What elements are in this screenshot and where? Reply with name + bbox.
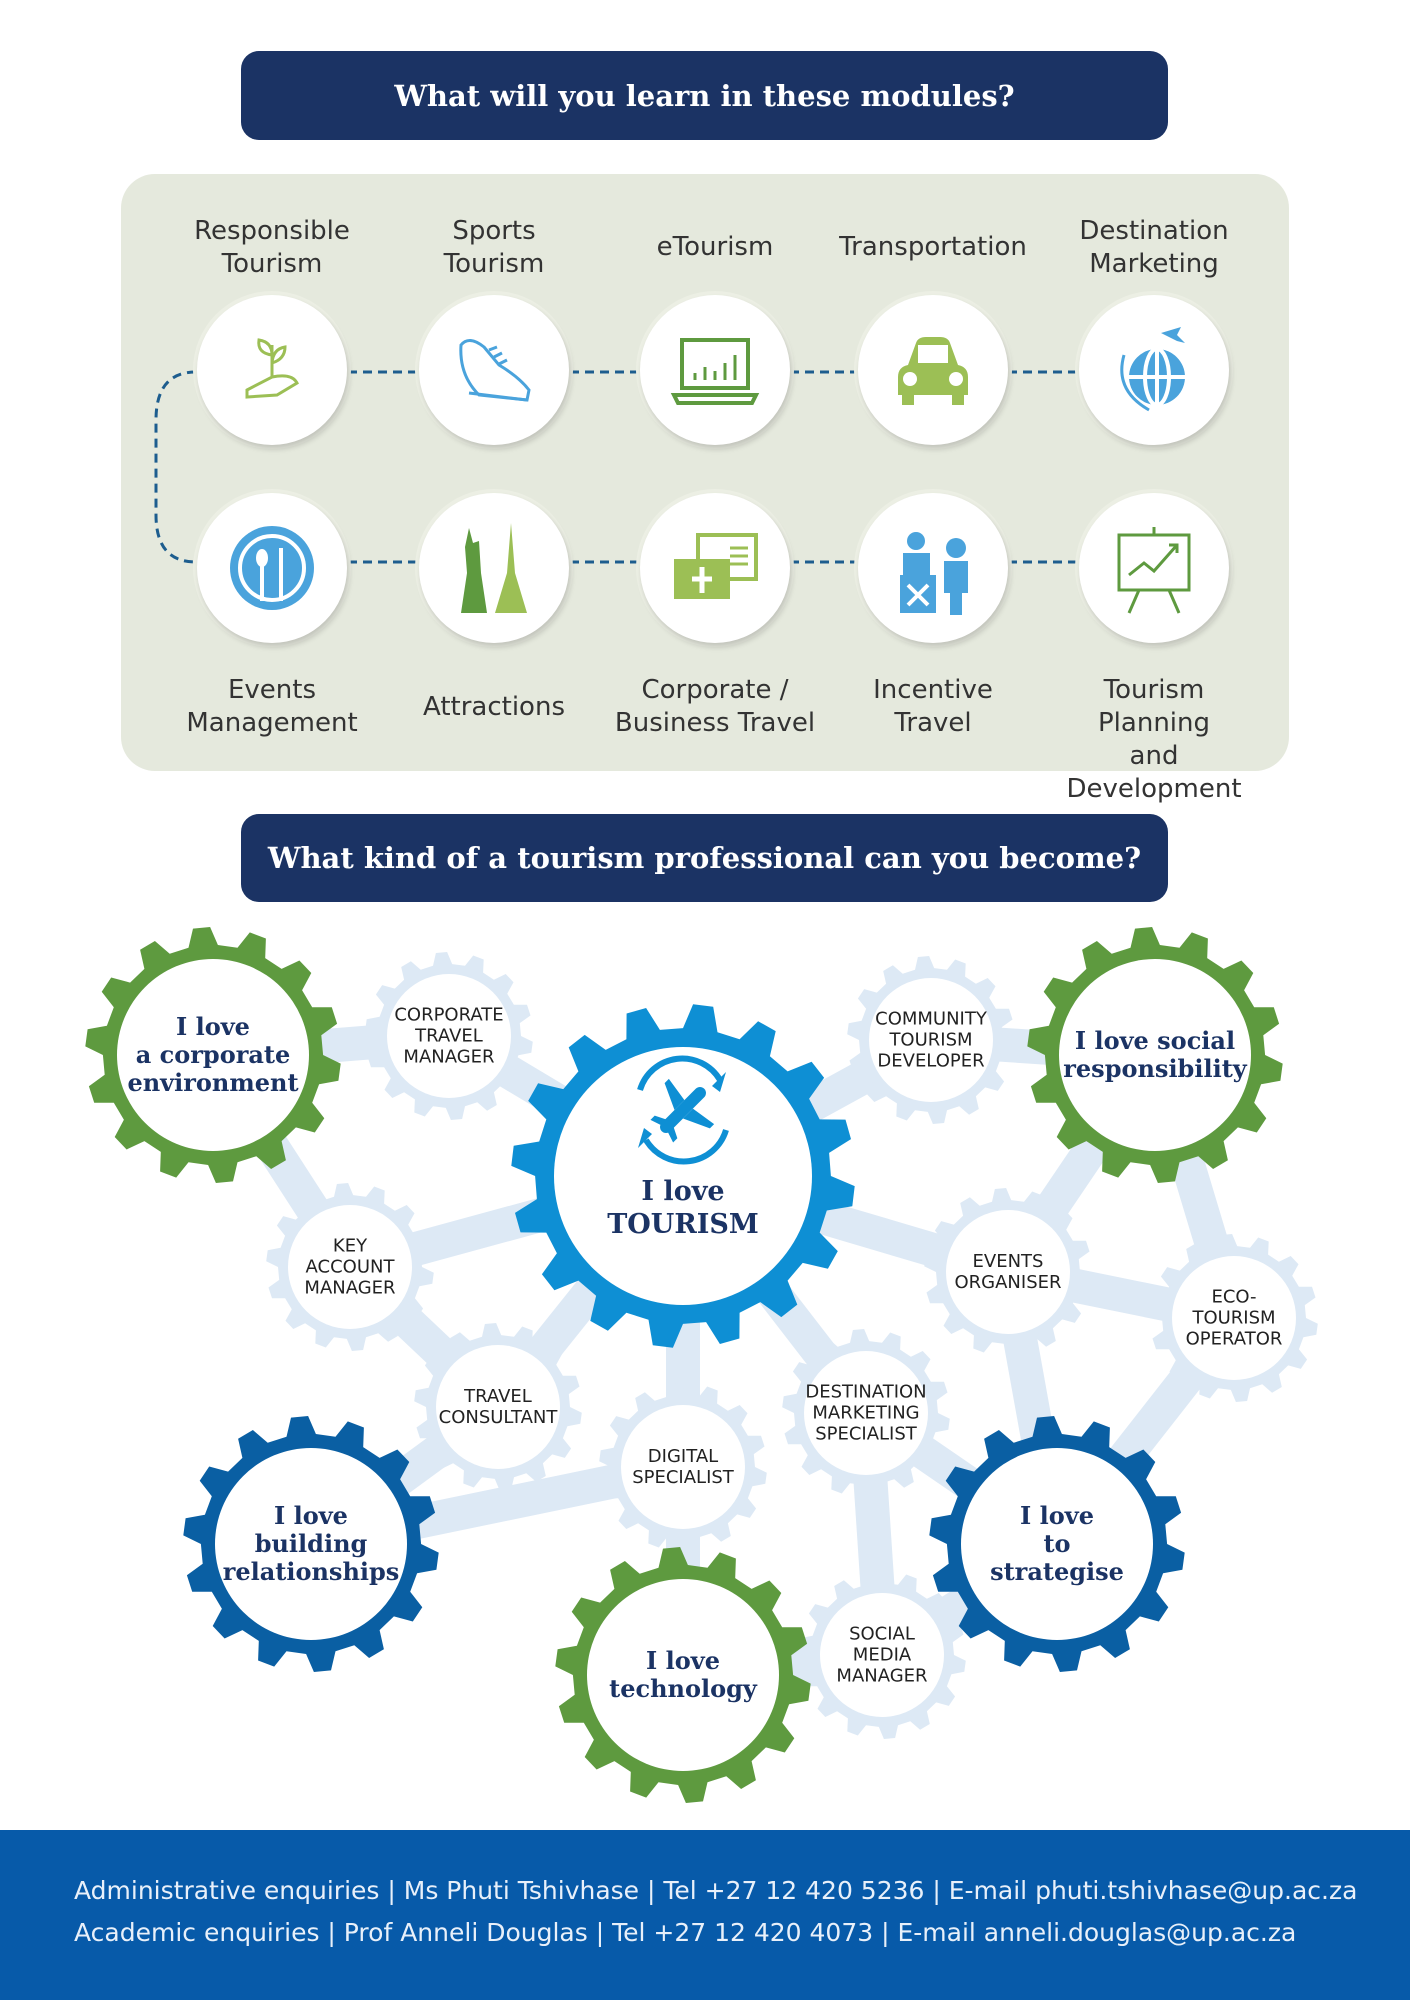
passion-label: I love technology bbox=[609, 1646, 757, 1703]
career-gear-center bbox=[1172, 1256, 1296, 1380]
module-label: Corporate / Business Travel bbox=[614, 675, 816, 738]
boarding-pass-icon bbox=[674, 533, 758, 599]
career-gear-center bbox=[820, 1593, 944, 1717]
module-label: Events Management bbox=[186, 675, 358, 738]
passion-gear-center bbox=[961, 1448, 1153, 1640]
hand-plant-icon bbox=[245, 338, 299, 399]
module-label: Sports Tourism bbox=[443, 216, 545, 279]
career-label: SOCIAL MEDIA MANAGER bbox=[836, 1623, 928, 1687]
passion-label: I love TOURISM bbox=[607, 1176, 759, 1240]
sneaker-icon bbox=[459, 339, 531, 402]
contact-footer: Administrative enquiries | Ms Phuti Tshi… bbox=[0, 1830, 1410, 2000]
check-in-icon bbox=[900, 532, 968, 615]
career-gear-center bbox=[288, 1205, 412, 1329]
module-label: Tourism Planning and Development bbox=[1066, 675, 1242, 804]
passion-gear-center bbox=[554, 1047, 812, 1305]
module-9 bbox=[1079, 493, 1229, 643]
module-connector-lines bbox=[154, 370, 1078, 564]
career-label: EVENTS ORGANISER bbox=[954, 1251, 1062, 1293]
globe-plane-icon bbox=[1120, 327, 1185, 412]
module-label: Incentive Travel bbox=[873, 675, 993, 738]
plate-cutlery-icon bbox=[230, 526, 314, 610]
module-label: Responsible Tourism bbox=[194, 216, 350, 279]
module-label: Destination Marketing bbox=[1079, 216, 1229, 279]
module-label: Attractions bbox=[423, 692, 565, 722]
laptop-chart-icon bbox=[670, 338, 760, 405]
module-label: Transportation bbox=[839, 232, 1027, 262]
module-5 bbox=[197, 493, 347, 643]
modules-heading: What will you learn in these modules? bbox=[241, 51, 1168, 140]
career-gear-center bbox=[804, 1351, 928, 1475]
module-label: eTourism bbox=[656, 232, 774, 262]
admin-enquiries: Administrative enquiries | Ms Phuti Tshi… bbox=[74, 1876, 1358, 1905]
passion-label: I love a corporate environment bbox=[127, 1012, 299, 1097]
career-gear-center bbox=[946, 1210, 1070, 1334]
module-8 bbox=[858, 493, 1008, 643]
career-label: TRAVEL CONSULTANT bbox=[438, 1386, 558, 1428]
plane-cycle-icon bbox=[637, 1055, 729, 1165]
module-6 bbox=[419, 493, 569, 643]
passion-gear-center bbox=[117, 959, 309, 1151]
career-label: COMMUNITY TOURISM DEVELOPER bbox=[875, 1008, 987, 1072]
module-1 bbox=[419, 295, 569, 445]
career-gear-center bbox=[621, 1405, 745, 1529]
module-4 bbox=[1079, 295, 1229, 445]
career-label: DESTINATION MARKETING SPECIALIST bbox=[805, 1381, 927, 1445]
career-gear-center bbox=[869, 978, 993, 1102]
passion-label: I love to strategise bbox=[990, 1501, 1124, 1586]
passion-label: I love social responsibility bbox=[1063, 1026, 1247, 1083]
module-3 bbox=[858, 295, 1008, 445]
academic-enquiries: Academic enquiries | Prof Anneli Douglas… bbox=[74, 1918, 1297, 1947]
career-gear-center bbox=[387, 974, 511, 1098]
growth-chart-icon bbox=[1117, 527, 1191, 614]
career-label: DIGITAL SPECIALIST bbox=[632, 1446, 734, 1488]
passion-gear-center bbox=[1059, 959, 1251, 1151]
gears-diagram bbox=[85, 927, 1318, 1803]
passion-gear-center bbox=[215, 1448, 407, 1640]
careers-heading: What kind of a tourism professional can … bbox=[241, 814, 1168, 902]
module-2 bbox=[640, 295, 790, 445]
modules-panel bbox=[121, 174, 1289, 771]
module-0 bbox=[197, 295, 347, 445]
landmarks-icon bbox=[461, 523, 527, 613]
career-gear-center bbox=[436, 1345, 560, 1469]
passion-label: I love building relationships bbox=[222, 1501, 400, 1586]
car-icon bbox=[898, 337, 968, 405]
career-label: CORPORATE TRAVEL MANAGER bbox=[394, 1004, 504, 1068]
career-label: ECO- TOURISM OPERATOR bbox=[1185, 1286, 1283, 1350]
career-label: KEY ACCOUNT MANAGER bbox=[304, 1235, 396, 1299]
passion-gear-center bbox=[587, 1579, 779, 1771]
module-7 bbox=[640, 493, 790, 643]
